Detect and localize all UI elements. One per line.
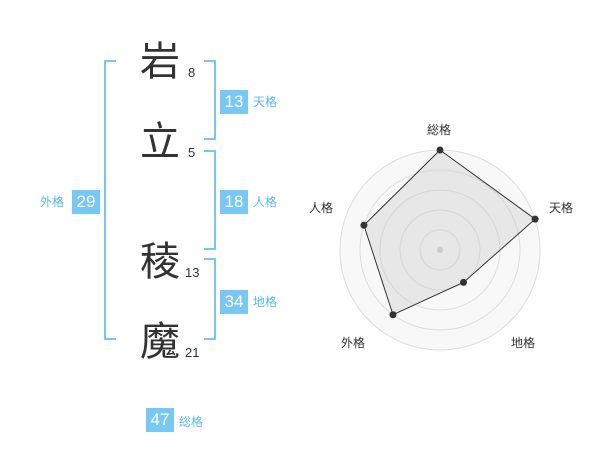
- radar-point: [460, 278, 468, 286]
- radar-point: [360, 221, 368, 229]
- name-char-2: 立: [140, 119, 180, 165]
- name-char-4: 魔: [140, 319, 180, 365]
- radar-axis-label-tenkaku: 天格: [549, 201, 574, 215]
- chikaku-bracket: [204, 258, 216, 340]
- radar-chart: [339, 146, 541, 351]
- radar-ring: [399, 209, 481, 291]
- jinkaku-badge: 18: [220, 190, 248, 214]
- radar-center-dot: [437, 247, 443, 253]
- soukaku-label: 総格: [179, 415, 204, 429]
- stroke-count-4: 21: [185, 345, 200, 360]
- gaikaku-badge: 29: [72, 190, 100, 214]
- gaikaku-label: 外格: [40, 195, 65, 209]
- name-char-3: 稜: [140, 239, 180, 285]
- stroke-count-3: 13: [185, 265, 200, 280]
- radar-ring: [419, 229, 461, 271]
- radar-axis-label-soukaku: 総格: [427, 123, 452, 137]
- stroke-count-2: 5: [188, 145, 196, 160]
- gaikaku-bracket: [104, 60, 116, 340]
- jinkaku-bracket: [204, 150, 216, 250]
- radar-axis-label-chikaku: 地格: [511, 336, 536, 350]
- tenkaku-label: 天格: [253, 95, 278, 109]
- radar-point: [389, 311, 397, 319]
- radar-polygon: [363, 149, 536, 316]
- jinkaku-label: 人格: [253, 195, 278, 209]
- tenkaku-bracket: [204, 60, 216, 140]
- radar-axis-label-gaikaku: 外格: [341, 336, 366, 350]
- radar-point: [436, 146, 444, 154]
- radar-ring: [359, 169, 521, 331]
- radar-axis-label-jinkaku: 人格: [309, 201, 334, 215]
- chikaku-badge: 34: [220, 290, 248, 314]
- chikaku-label: 地格: [253, 295, 278, 309]
- radar-point: [531, 215, 539, 223]
- soukaku-badge: 47: [146, 408, 174, 432]
- tenkaku-badge: 13: [220, 90, 248, 114]
- stroke-count-1: 8: [188, 65, 196, 80]
- name-char-1: 岩: [140, 39, 180, 85]
